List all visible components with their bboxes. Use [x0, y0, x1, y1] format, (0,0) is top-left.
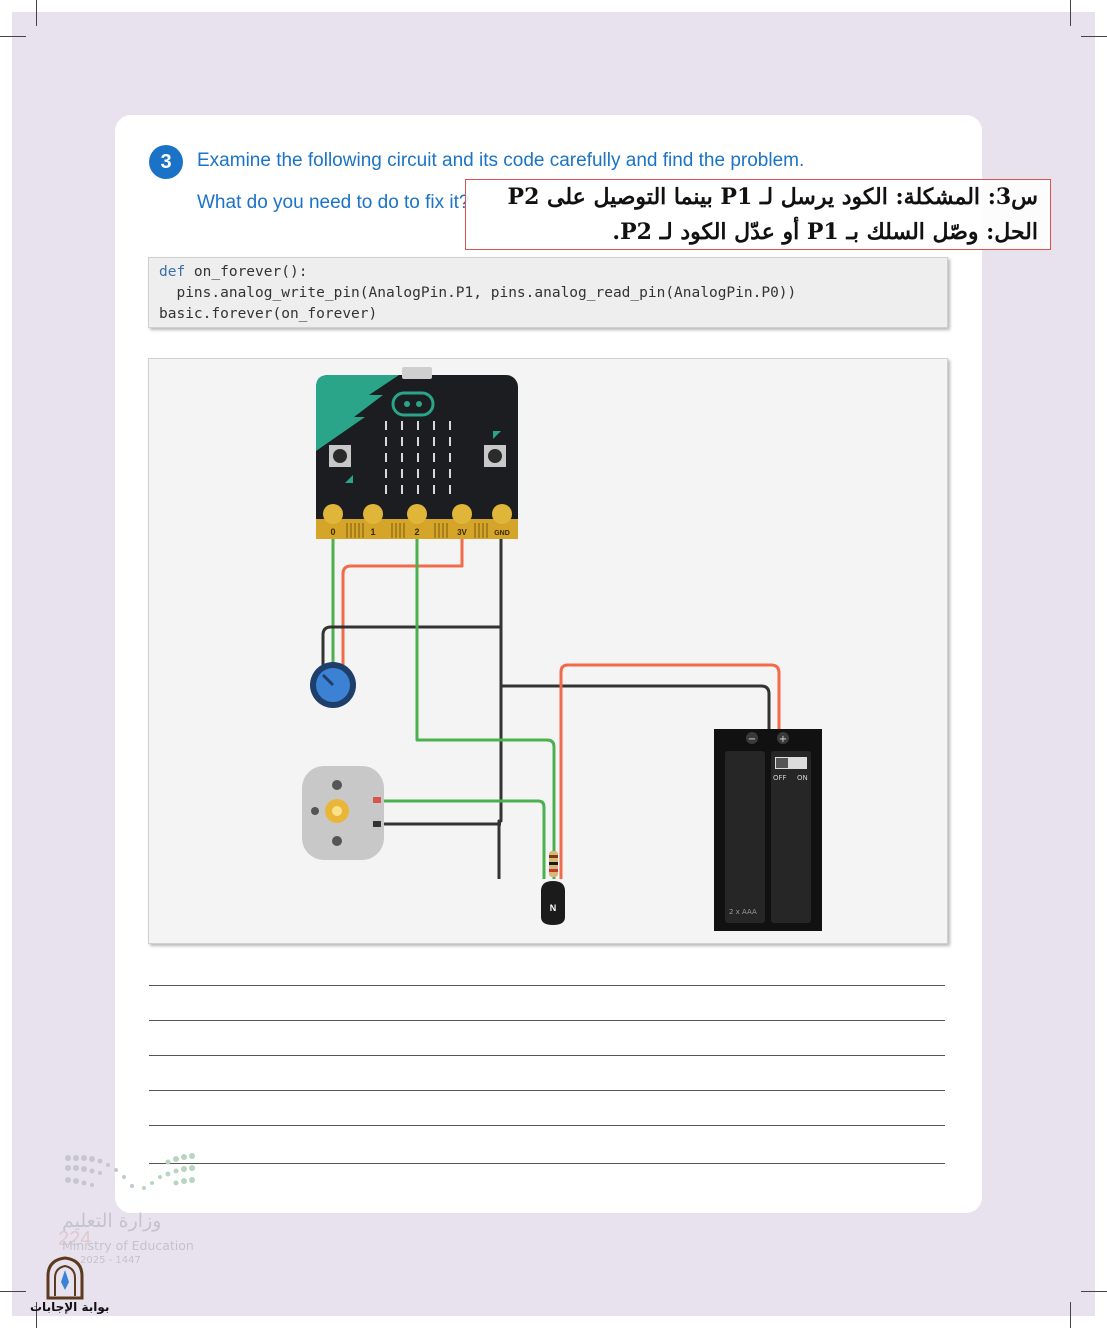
button-a — [329, 445, 351, 467]
pin-label-2: 2 — [414, 527, 419, 537]
crop-mark — [1081, 1291, 1107, 1292]
answer-problem: س3: المشكلة: الكود يرسل لـ P1 بينما التو… — [507, 184, 1038, 210]
button-b — [484, 445, 506, 467]
answer-line — [149, 1125, 945, 1126]
battery-plus-label: + — [779, 734, 787, 745]
ministry-logo-dots-icon — [65, 1153, 195, 1190]
switch-off-label: OFF — [773, 774, 787, 782]
ministry-name-arabic: وزارة التعليم — [62, 1210, 162, 1232]
pin-label-1: 1 — [370, 527, 375, 537]
dc-motor — [302, 766, 384, 860]
wire-motor-green — [377, 799, 546, 879]
microbit-board: 0 1 2 3V GND — [316, 367, 518, 539]
wire-3v-red — [341, 531, 464, 677]
pin-label-0: 0 — [330, 527, 335, 537]
answer-line — [149, 985, 945, 986]
battery-type-label: 2 x AAA — [729, 908, 757, 916]
wire-pot-gnd — [321, 625, 501, 677]
wire-battery-minus — [501, 684, 771, 731]
code-line2: pins.analog_write_pin(AnalogPin.P1, pins… — [159, 285, 797, 301]
code-line3: basic.forever(on_forever) — [159, 306, 378, 322]
circuit-svg: 0 1 2 3V GND — [302, 367, 822, 931]
answer-line — [149, 1163, 945, 1164]
crop-mark — [1081, 36, 1107, 37]
answers-portal-logo-icon — [46, 1256, 84, 1300]
handwritten-answer-box: س3: المشكلة: الكود يرسل لـ P1 بينما التو… — [465, 179, 1051, 250]
transistor: N — [541, 881, 565, 925]
crop-mark — [0, 36, 26, 37]
transistor-label: N — [550, 903, 557, 913]
potentiometer — [310, 662, 356, 708]
answer-line — [149, 1090, 945, 1091]
wire-p2-green — [415, 531, 556, 879]
circuit-diagram: 0 1 2 3V GND — [148, 358, 948, 944]
switch-on-label: ON — [797, 774, 808, 782]
answer-solution: الحل: وصّل السلك بـ P1 أو عدّل الكود لـ … — [612, 219, 1038, 245]
ministry-name-english: Ministry of Education — [62, 1238, 194, 1253]
answer-line — [149, 1055, 945, 1056]
question-text-line1: Examine the following circuit and its co… — [197, 150, 805, 171]
edition-year: 2025 - 1447 — [80, 1255, 141, 1266]
code-line1: on_forever(): — [185, 264, 308, 280]
battery-pack: − + OFF ON 2 x AAA — [714, 729, 822, 931]
crop-mark — [1070, 0, 1071, 26]
wire-battery-plus — [559, 663, 781, 879]
code-block: def on_forever(): pins.analog_write_pin(… — [148, 257, 948, 328]
microbit-logo-icon — [391, 391, 435, 417]
battery-minus-label: − — [748, 734, 756, 745]
question-number-badge: 3 — [149, 145, 183, 179]
crop-mark — [36, 1302, 37, 1328]
pin-label-3v: 3V — [457, 528, 467, 537]
answer-line — [149, 1020, 945, 1021]
answers-portal-label: بوابة الإجابات — [30, 1300, 110, 1314]
crop-mark — [1070, 1302, 1071, 1328]
resistor — [549, 851, 558, 877]
crop-mark — [0, 1291, 26, 1292]
crop-mark — [36, 0, 37, 26]
code-keyword-def: def — [159, 264, 186, 280]
page-number: 224 — [58, 1228, 92, 1250]
question-text-line2: What do you need to do to fix it? — [197, 192, 470, 213]
pin-label-gnd: GND — [494, 530, 510, 537]
wire-gnd-black — [497, 531, 503, 879]
